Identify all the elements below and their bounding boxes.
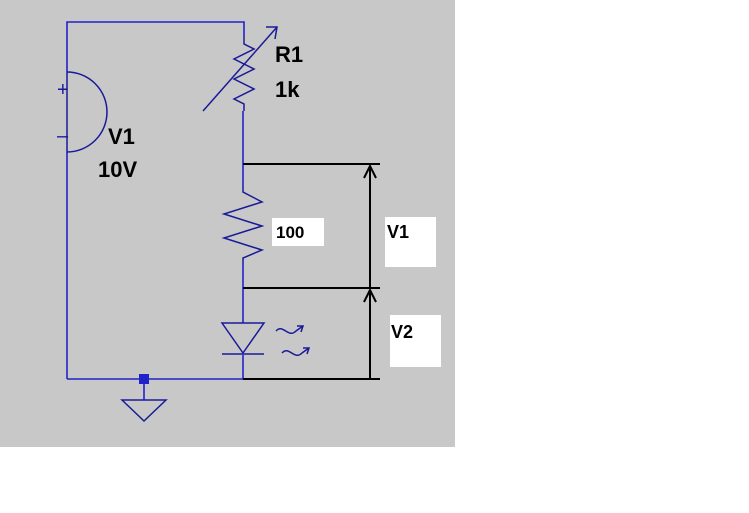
top-wire — [66, 21, 245, 72]
source-minus-sign: – — [57, 125, 69, 147]
v1-measurement-box — [385, 217, 436, 267]
v2-measurement-box — [390, 315, 441, 367]
v2-measurement-label: V2 — [391, 322, 413, 342]
resistor-value-label: 100 — [276, 223, 304, 242]
ground-icon — [120, 399, 168, 423]
measurement-lines — [243, 163, 380, 380]
v1-measurement-label: V1 — [387, 222, 409, 242]
resistor-icon[interactable] — [221, 186, 265, 264]
led-icon[interactable] — [220, 322, 311, 356]
resistor-label-box — [272, 218, 324, 246]
r1-name-label: R1 — [275, 42, 303, 67]
voltage-source-icon[interactable]: + – — [57, 71, 108, 153]
r1-value-label: 1k — [275, 77, 300, 102]
potentiometer-icon[interactable] — [202, 26, 278, 112]
source-name-label: V1 — [108, 124, 135, 149]
canvas-background — [0, 0, 455, 447]
source-plus-sign: + — [57, 79, 69, 101]
wires — [66, 21, 245, 400]
source-value-label: 10V — [98, 157, 137, 182]
ground-node — [139, 374, 149, 384]
